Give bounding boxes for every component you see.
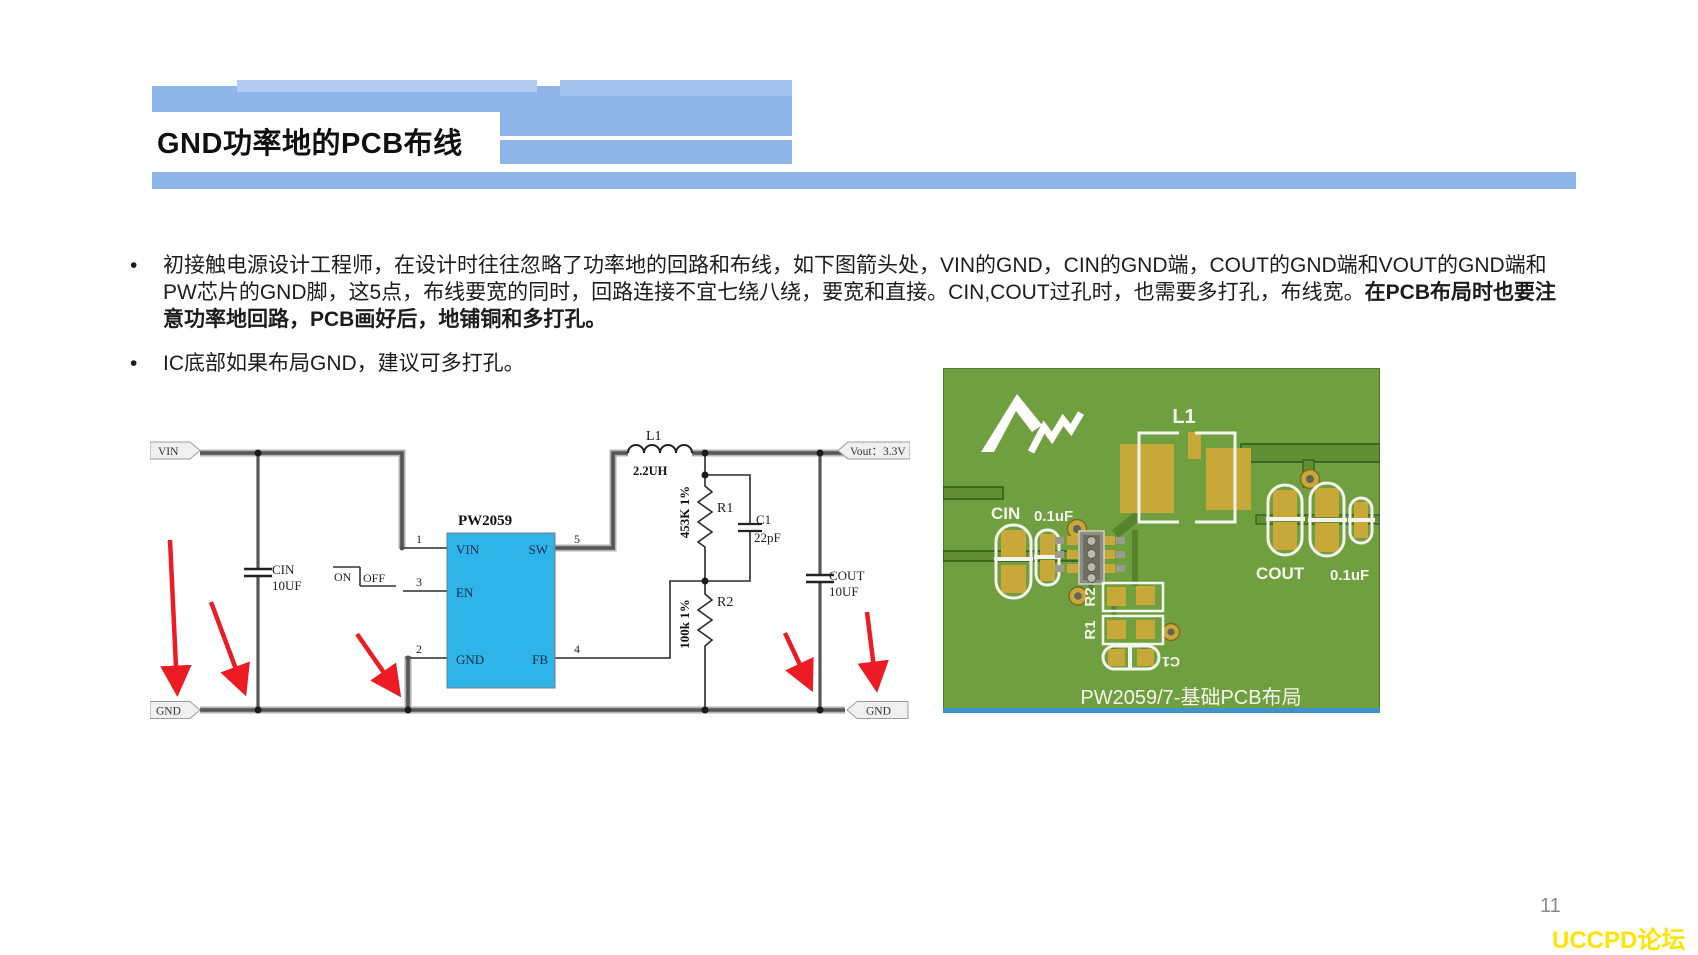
c1-value: 22pF <box>754 530 781 545</box>
vin-tag-label: VIN <box>158 446 179 458</box>
vin-tag-shape <box>149 441 201 460</box>
r1-value-vertical: 453K 1% <box>677 486 692 538</box>
pcb-r1-label: R1 <box>1082 620 1099 639</box>
gnd-arrow-5 <box>857 611 889 693</box>
header-bar-cluster-light1 <box>237 80 537 92</box>
on-label: ON <box>334 570 352 584</box>
pcb-cin-label: CIN <box>991 504 1020 523</box>
pcb-cout-value: 0.1uF <box>1330 567 1369 584</box>
ic-pin-en: EN <box>456 585 474 600</box>
gnd-annotation-arrows <box>160 539 889 698</box>
cout-label: COUT <box>829 568 864 583</box>
pw-logo <box>981 394 1085 454</box>
pcb-resistor-r1: R1 <box>1082 614 1165 646</box>
header-rule-bar <box>152 172 1576 189</box>
pcb-r2-label: R2 <box>1082 587 1099 606</box>
header-bar-right-2 <box>500 140 792 164</box>
gnd-left-tag-label: GND <box>156 706 181 718</box>
bullet-item-1: • 初接触电源设计工程师，在设计时往往忽略了功率地的回路和布线，如下图箭头处，VI… <box>122 252 1570 333</box>
l1-value: 2.2UH <box>633 464 668 478</box>
cin-value: 10UF <box>272 578 302 593</box>
pcb-l1-label: L1 <box>1172 406 1195 428</box>
junction-dots <box>254 449 824 714</box>
pcb-c1-label: C1 <box>1162 654 1180 670</box>
page-title: GND功率地的PCB布线 <box>157 128 463 160</box>
ic-pin-gnd: GND <box>456 652 484 667</box>
gnd-right-tag-label: GND <box>866 706 891 718</box>
r2-label: R2 <box>717 595 733 610</box>
inductor-l1: L1 2.2UH <box>627 429 693 478</box>
c1-label: C1 <box>756 512 771 527</box>
ic-pw2059-symbol: PW2059 VIN SW EN GND FB 1 3 2 5 4 <box>416 513 580 689</box>
bullet-dot: • <box>130 352 138 375</box>
bullet-1-text: 初接触电源设计工程师，在设计时往往忽略了功率地的回路和布线，如下图箭头处，VIN… <box>163 254 1547 304</box>
cin-label: CIN <box>272 562 295 577</box>
pcb-cout-label: COUT <box>1256 564 1305 583</box>
r1-label: R1 <box>717 501 733 516</box>
bullet-list: • 初接触电源设计工程师，在设计时往往忽略了功率地的回路和布线，如下图箭头处，VI… <box>122 252 1570 377</box>
off-label: OFF <box>363 571 385 585</box>
gnd-arrow-3 <box>355 632 402 698</box>
pcb-bottom-edge-line <box>943 708 1380 713</box>
pcb-inductor-l1: L1 <box>1120 406 1251 524</box>
gnd-arrow-4 <box>782 632 814 693</box>
bullet-item-2: • IC底部如果布局GND，建议可多打孔。 <box>122 350 1570 377</box>
pin-number-3: 3 <box>416 575 422 589</box>
page-number: 11 <box>1540 895 1561 917</box>
r2-value-vertical: 100k 1% <box>677 599 692 648</box>
pcb-vias <box>1066 468 1321 642</box>
ic-pin-sw: SW <box>529 542 549 557</box>
pcb-caption: PW2059/7-基础PCB布局 <box>1080 686 1301 709</box>
ic-name: PW2059 <box>458 513 512 529</box>
capacitor-cout <box>806 573 834 584</box>
vout-tag-label: Vout：3.3V <box>850 446 906 458</box>
pcb-ic-footprint <box>1055 530 1125 585</box>
forum-watermark: UCCPD论坛 <box>1552 927 1686 954</box>
ic-pin-fb: FB <box>532 652 548 667</box>
pin-number-1: 1 <box>416 532 422 546</box>
header-bar-right-1 <box>500 112 792 136</box>
header-bar-cluster-light2 <box>560 80 792 96</box>
gnd-arrow-2 <box>208 601 250 697</box>
power-rail-wires <box>200 449 845 714</box>
pcb-layout-figure: L1 CIN 0.1uF R2 <box>942 367 1381 714</box>
schematic-figure: L1 2.2UH CIN 10UF COUT 10UF C1 22pF R1 R… <box>149 428 911 728</box>
signal-wires <box>402 453 751 710</box>
bullet-dot: • <box>130 254 138 277</box>
pcb-cin-value: 0.1uF <box>1034 508 1073 525</box>
l1-label: L1 <box>646 429 662 444</box>
pcb-capacitor-cout: COUT 0.1uF <box>1256 481 1375 584</box>
net-tags <box>149 441 911 719</box>
gnd-right-tag-shape <box>846 701 909 719</box>
pcb-resistor-r2: R2 <box>1082 581 1165 613</box>
gnd-arrow-1 <box>160 539 192 697</box>
pin-number-5: 5 <box>574 532 580 546</box>
capacitor-c1 <box>738 522 762 533</box>
pin-number-4: 4 <box>574 642 580 656</box>
on-off-switch-symbol: ON OFF <box>333 566 396 587</box>
ic-pin-vin: VIN <box>456 542 480 557</box>
capacitor-cin <box>244 567 272 578</box>
pin-number-2: 2 <box>416 642 422 656</box>
bullet-2-text: IC底部如果布局GND，建议可多打孔。 <box>163 352 525 375</box>
bullet-1-bold-text: 在PCB布局时也要注意功率地回路，PCB画好后，地铺铜和多打孔。 <box>163 281 1557 331</box>
cout-value: 10UF <box>829 584 859 599</box>
pcb-capacitor-c1: C1 <box>1101 644 1180 671</box>
gnd-left-tag-shape <box>149 701 201 719</box>
